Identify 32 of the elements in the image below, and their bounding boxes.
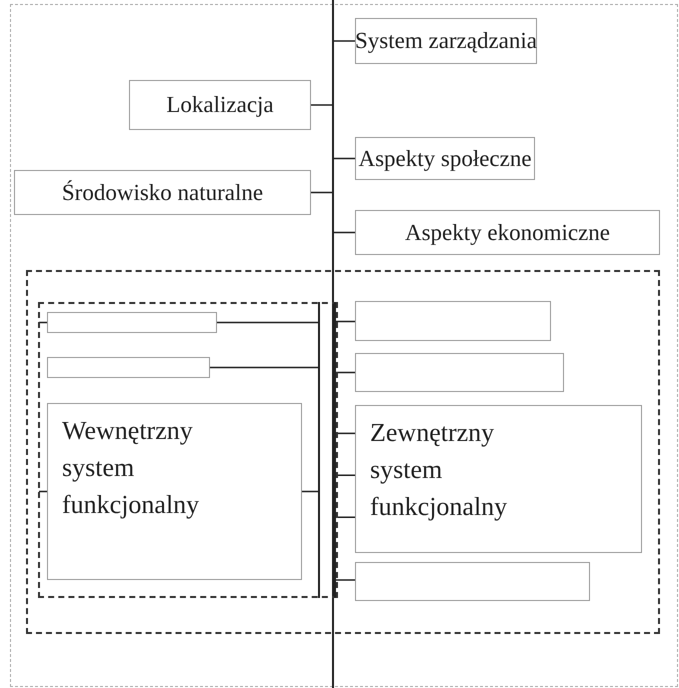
connector-line [336,474,355,476]
label-box: Zewnętrzny system funkcjonalny [355,405,642,553]
connector-bar [318,302,336,598]
empty-box [47,312,217,333]
connector-line [334,158,355,160]
empty-box [355,301,551,341]
empty-box [355,353,564,392]
dashed-frame [38,302,338,598]
connector-line [334,40,355,42]
connector-line [336,516,355,518]
label-box: Aspekty społeczne [355,137,535,180]
connector-line [336,372,355,374]
connector-line [39,490,47,492]
empty-box [355,562,590,601]
axis-line [332,0,334,688]
label-box: Wewnętrzny system funkcjonalny [47,403,302,580]
connector-line [336,579,355,581]
connector-line [311,192,332,194]
connector-line [334,232,355,234]
empty-box [47,357,210,378]
connector-line [311,104,332,106]
label-box: Lokalizacja [129,80,311,130]
connector-line [302,490,318,492]
label-box: System zarządzania [355,18,537,64]
connector-line [336,320,355,322]
connector-line [210,366,318,368]
label-box: Środowisko naturalne [14,170,311,215]
dashed-frame [26,270,660,634]
connector-line [39,322,47,324]
label-box: Aspekty ekonomiczne [355,210,660,255]
connector-line [336,432,355,434]
connector-line [217,322,318,324]
